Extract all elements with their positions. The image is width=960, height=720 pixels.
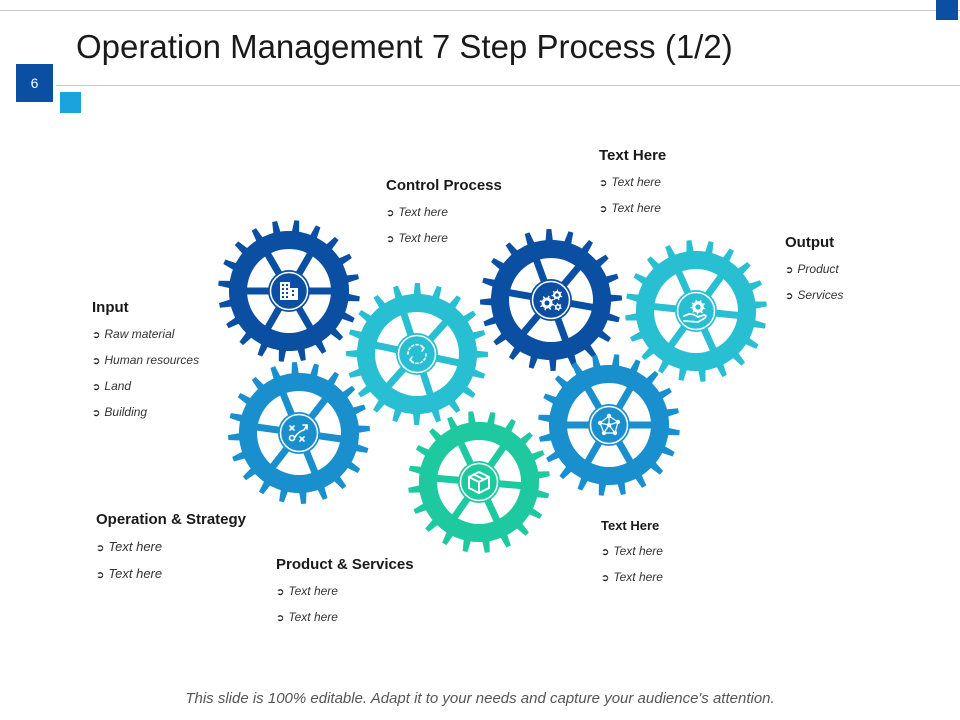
text-here-bottom-block: Text Here ➲Text here ➲Text here [601, 518, 663, 591]
accent-square [60, 92, 81, 113]
refresh-icon [407, 343, 427, 365]
top-rule [0, 10, 960, 11]
gear-text-bottom [538, 354, 680, 496]
hand-gear-icon [683, 299, 707, 323]
list-item: ➲Text here [601, 570, 663, 584]
slide-title: Operation Management 7 Step Process (1/2… [76, 28, 733, 65]
bullet-list: ➲Text here ➲Text here [386, 200, 502, 252]
bullet-list: ➲Product ➲Services [785, 257, 843, 309]
slide-number: 6 [16, 64, 53, 102]
circled-arrow-icon: ➲ [599, 178, 608, 189]
corner-accent [936, 0, 958, 20]
input-block: Input ➲Raw material ➲Human resources ➲La… [92, 299, 199, 426]
circled-arrow-icon: ➲ [599, 204, 608, 215]
strategy-icon [288, 424, 308, 442]
control-process-block: Control Process ➲Text here ➲Text here [386, 177, 502, 252]
circled-arrow-icon: ➲ [276, 613, 285, 624]
text-here-top-block: Text Here ➲Text here ➲Text here [599, 147, 666, 222]
block-title: Control Process [386, 177, 502, 194]
block-title: Product & Services [276, 556, 414, 573]
list-item: ➲Text here [276, 584, 338, 598]
circled-arrow-icon: ➲ [785, 265, 794, 276]
list-item: ➲Text here [96, 566, 163, 581]
block-title: Text Here [599, 147, 667, 164]
gear-strategy [228, 362, 370, 504]
building-icon [280, 282, 298, 300]
circled-arrow-icon: ➲ [276, 587, 285, 598]
circled-arrow-icon: ➲ [92, 382, 101, 393]
product-services-block: Product & Services ➲Text here ➲Text here [276, 556, 414, 631]
circled-arrow-icon: ➲ [785, 291, 794, 302]
title-rule [56, 85, 960, 86]
circled-arrow-icon: ➲ [601, 573, 610, 584]
bullet-list: ➲Text here ➲Text here [599, 170, 666, 222]
circled-arrow-icon: ➲ [386, 234, 395, 245]
bullet-list: ➲Text here ➲Text here [96, 534, 246, 588]
list-item: ➲Product [785, 262, 839, 276]
list-item: ➲Building [92, 405, 148, 419]
block-title: Text Here [601, 518, 660, 533]
bullet-list: ➲Text here ➲Text here [276, 579, 414, 631]
list-item: ➲Text here [601, 544, 663, 558]
bullet-list: ➲Raw material ➲Human resources ➲Land ➲Bu… [92, 322, 199, 426]
list-item: ➲Human resources [92, 353, 200, 367]
circled-arrow-icon: ➲ [92, 356, 101, 367]
block-title: Output [785, 234, 835, 251]
list-item: ➲Text here [276, 610, 338, 624]
circled-arrow-icon: ➲ [386, 208, 395, 219]
gear-text-top [480, 229, 622, 371]
gear-control [346, 283, 488, 425]
list-item: ➲Text here [96, 539, 163, 554]
list-item: ➲Services [785, 288, 844, 302]
block-title: Operation & Strategy [96, 511, 247, 528]
list-item: ➲Raw material [92, 327, 175, 341]
bullet-list: ➲Text here ➲Text here [601, 539, 663, 591]
block-title: Input [92, 299, 129, 316]
circled-arrow-icon: ➲ [96, 570, 105, 581]
list-item: ➲Text here [599, 201, 661, 215]
circled-arrow-icon: ➲ [601, 547, 610, 558]
list-item: ➲Text here [386, 231, 448, 245]
gear-input [218, 220, 360, 362]
gear-product [408, 411, 550, 553]
circled-arrow-icon: ➲ [96, 543, 105, 554]
box-icon [468, 471, 490, 494]
gears-icon [539, 289, 563, 311]
network-icon [597, 413, 621, 436]
list-item: ➲Text here [386, 205, 448, 219]
list-item: ➲Land [92, 379, 132, 393]
output-block: Output ➲Product ➲Services [785, 234, 843, 309]
circled-arrow-icon: ➲ [92, 330, 101, 341]
operation-strategy-block: Operation & Strategy ➲Text here ➲Text he… [96, 511, 246, 588]
list-item: ➲Text here [599, 175, 661, 189]
footer-note: This slide is 100% editable. Adapt it to… [185, 690, 775, 707]
circled-arrow-icon: ➲ [92, 408, 101, 419]
gear-output [625, 240, 767, 382]
